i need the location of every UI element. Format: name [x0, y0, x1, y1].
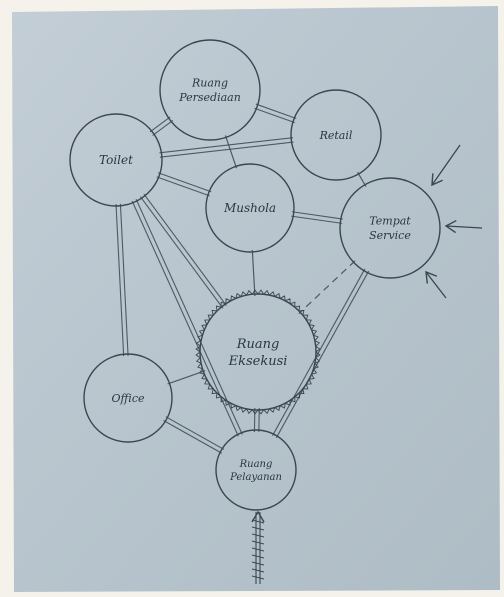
entry-arrow-icon [425, 270, 447, 299]
node-label: Ruang [191, 77, 228, 90]
node-circle [339, 177, 441, 279]
edge-mushola-to-tempat-service [291, 211, 343, 224]
node-label: Retail [319, 129, 353, 142]
node-circle [205, 163, 295, 253]
node-label: Service [369, 229, 411, 242]
entry-arrow-icon [251, 510, 265, 584]
edge-toilet-to-retail [159, 137, 294, 158]
node-label: Pelayanan [229, 472, 282, 483]
node-circle [159, 39, 261, 141]
node-toilet: Toilet [69, 113, 163, 207]
node-circle [69, 113, 163, 207]
serrated-border [195, 289, 321, 415]
node-retail: Retail [290, 89, 382, 181]
node-circle [215, 429, 297, 511]
node-label: Eksekusi [228, 354, 288, 369]
node-circle [290, 89, 382, 181]
edge-toilet-to-ruang-persediaan [149, 116, 174, 136]
edge-toilet-to-office [115, 203, 129, 357]
node-office: Office [83, 353, 173, 443]
node-label: Ruang [236, 337, 280, 352]
node-circle [83, 353, 173, 443]
node-label: Office [112, 392, 145, 405]
node-layer: RuangPersediaanRetailToiletMusholaTempat… [69, 39, 441, 511]
edge-retail-to-tempat-service [357, 171, 367, 187]
edge-toilet-to-mushola [156, 172, 212, 197]
edge-toilet-to-ruang-eksekusi [139, 193, 227, 309]
edge-tempat-service-to-ruang-eksekusi [298, 260, 356, 315]
node-label: Tempat [369, 215, 411, 228]
entry-arrow-icon [444, 219, 483, 234]
edge-mushola-to-ruang-eksekusi [251, 249, 256, 297]
paper-sheet [12, 6, 500, 592]
node-label: Toilet [99, 153, 133, 167]
node-mushola: Mushola [205, 163, 295, 253]
node-label: Ruang [239, 459, 273, 470]
edge-tempat-service-to-ruang-pelayanan [272, 268, 370, 439]
entry-hatch-icon [251, 519, 265, 580]
edge-office-to-ruang-eksekusi [167, 370, 206, 385]
node-label: Persediaan [178, 91, 241, 104]
edge-ruang-persediaan-to-mushola [224, 135, 238, 169]
entry-arrow-icon [431, 144, 461, 187]
node-label: Mushola [223, 201, 276, 215]
edge-ruang-persediaan-to-retail [254, 103, 297, 124]
arrow-layer [251, 144, 483, 584]
edge-office-to-ruang-pelayanan [163, 416, 225, 454]
